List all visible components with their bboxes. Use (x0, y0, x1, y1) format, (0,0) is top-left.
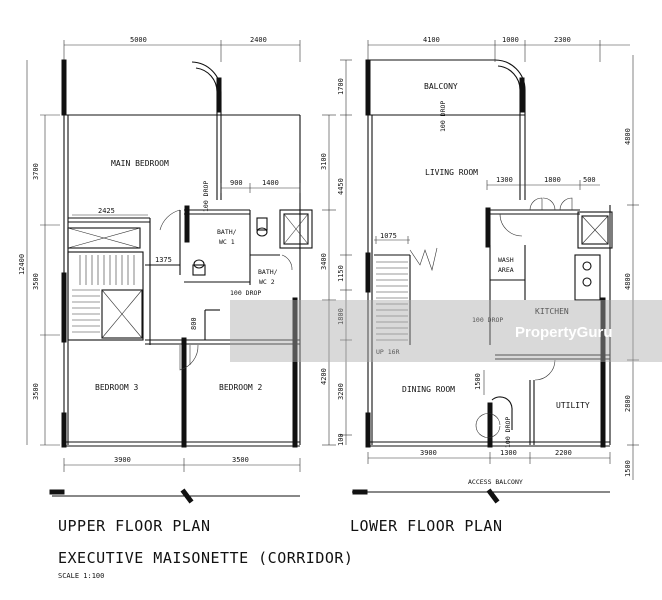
upper-dim-right-3: 4200 (320, 368, 328, 385)
watermark-logo: PropertyGuru (515, 324, 613, 341)
upper-dim-900: 900 (230, 179, 243, 187)
room-bedroom-3: BEDROOM 3 (95, 383, 139, 392)
lower-dim-1800: 1800 (544, 176, 561, 184)
upper-dim-left-2: 3500 (32, 273, 40, 290)
scale-caption: SCALE 1:100 (58, 572, 104, 580)
lower-dim-bottom-3: 2200 (555, 449, 572, 457)
upper-dim-right-2: 3400 (320, 253, 328, 270)
room-bedroom-2: BEDROOM 2 (219, 383, 263, 392)
watermark-overlay (230, 300, 662, 362)
stair-up-label: UP 16R (376, 348, 400, 356)
lower-dim-top-3: 2300 (554, 36, 571, 44)
lower-dim-left-4: 1800 (337, 308, 345, 325)
upper-dim-bottom-1: 3900 (114, 456, 131, 464)
lower-dim-left-5: 3200 (337, 383, 345, 400)
access-balcony-label: ACCESS BALCONY (468, 478, 523, 486)
room-main-bedroom: MAIN BEDROOM (111, 159, 169, 168)
room-living: LIVING ROOM (425, 168, 478, 177)
maisonette-caption: EXECUTIVE MAISONETTE (CORRIDOR) (58, 549, 353, 567)
lower-dim-1075: 1075 (380, 232, 397, 240)
upper-dim-2425: 2425 (98, 207, 115, 215)
lower-drop-label-2: 100 DROP (472, 316, 503, 324)
room-utility: UTILITY (556, 401, 590, 410)
upper-stair (67, 251, 144, 341)
lower-dim-1300: 1300 (496, 176, 513, 184)
room-kitchen: KITCHEN (535, 307, 569, 316)
lower-dim-right-1: 4800 (624, 128, 632, 145)
lower-dim-left-6: 100 (337, 433, 345, 446)
lower-dim-left-3: 1150 (337, 265, 345, 282)
upper-dim-right-1: 3100 (320, 153, 328, 170)
bath2-label-line2: WC 2 (259, 278, 275, 286)
upper-drop-label-1: 100 DROP (202, 181, 210, 212)
upper-dim-left-total: 12400 (18, 254, 26, 275)
upper-dim-800: 800 (190, 317, 198, 330)
room-dining: DINING ROOM (402, 385, 455, 394)
upper-dim-1400: 1400 (262, 179, 279, 187)
lower-drop-label-3: 100 DROP (504, 417, 512, 448)
upper-dim-left-3: 3500 (32, 383, 40, 400)
upper-dim-left-1: 3700 (32, 163, 40, 180)
upper-drop-label-2: 100 DROP (230, 289, 261, 297)
bath1-label-line2: WC 1 (219, 238, 235, 246)
wash-area-line1: WASH (498, 256, 514, 264)
lower-floor-plan: 4100 1000 2300 1700 4450 1150 1800 3200 … (337, 36, 639, 504)
lower-dim-bottom-1: 3900 (420, 449, 437, 457)
bath1-label-line1: BATH/ (217, 228, 237, 236)
upper-dim-1375: 1375 (155, 256, 172, 264)
lower-dim-right-2: 4800 (624, 273, 632, 290)
wash-area-line2: AREA (498, 266, 514, 274)
lower-dim-right-3: 2800 (624, 395, 632, 412)
upper-dim-top-2: 2400 (250, 36, 267, 44)
lower-stair: 1075 UP 16R (374, 232, 438, 356)
lower-dim-left-2: 4450 (337, 178, 345, 195)
lower-dim-top-1: 4100 (423, 36, 440, 44)
room-balcony: BALCONY (424, 82, 458, 91)
bath2-label-line1: BATH/ (258, 268, 278, 276)
upper-dim-bottom-2: 3500 (232, 456, 249, 464)
lower-dim-top-2: 1000 (502, 36, 519, 44)
lower-dim-1500: 1500 (474, 373, 482, 390)
upper-floor-plan: 5000 2400 3700 3500 3500 12400 3100 3400… (18, 36, 336, 504)
lower-dim-left-1: 1700 (337, 78, 345, 95)
lower-floor-caption: LOWER FLOOR PLAN (350, 517, 503, 535)
lower-dim-500: 500 (583, 176, 596, 184)
upper-floor-caption: UPPER FLOOR PLAN (58, 517, 211, 535)
upper-dim-top-1: 5000 (130, 36, 147, 44)
lower-dim-bottom-2: 1300 (500, 449, 517, 457)
lower-dim-right-4: 1500 (624, 460, 632, 477)
lower-drop-label-1: 100 DROP (439, 101, 447, 132)
